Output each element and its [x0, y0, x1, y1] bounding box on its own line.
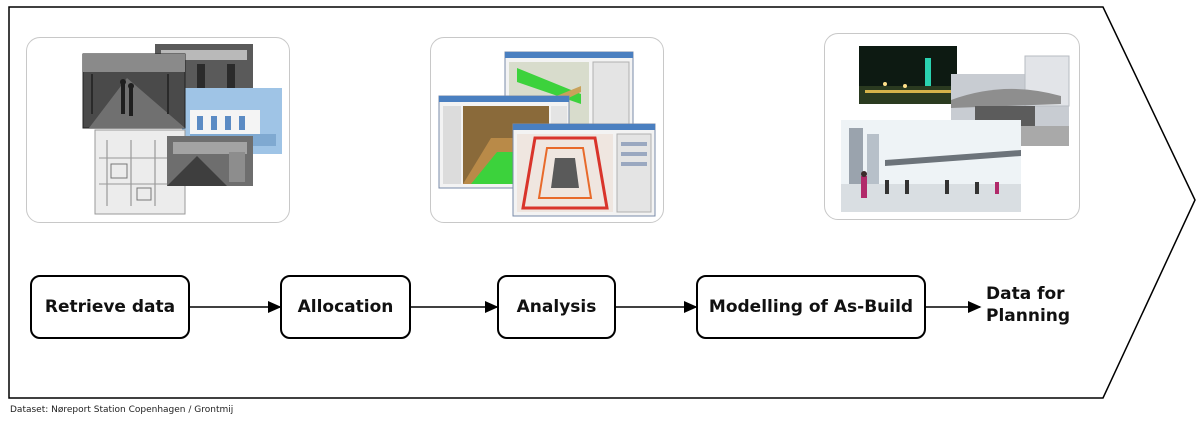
historical-photo-collage [82, 44, 282, 215]
final-step-line2: Planning [986, 306, 1071, 326]
step-allocation: Allocation [280, 275, 411, 339]
final-step-line1: Data for [986, 284, 1065, 304]
step-modelling-as-build: Modelling of As-Build [696, 275, 926, 339]
step-retrieve-data: Retrieve data [30, 275, 190, 339]
step-label: Allocation [297, 297, 394, 317]
as-build-photos-panel [824, 33, 1080, 220]
dataset-caption: Dataset: Nøreport Station Copenhagen / G… [10, 405, 234, 415]
process-chevron-outline [8, 6, 1196, 399]
final-step-data-for-planning: Data for Planning [986, 283, 1070, 327]
step-label: Analysis [516, 297, 597, 317]
step-analysis: Analysis [497, 275, 616, 339]
station-photo-collage [841, 46, 1070, 212]
step-label: Retrieve data [44, 297, 176, 317]
software-screenshot-collage [438, 51, 656, 217]
step-label: Modelling of As-Build [708, 297, 914, 317]
software-screenshots-panel [430, 37, 664, 223]
historical-data-panel [26, 37, 290, 223]
